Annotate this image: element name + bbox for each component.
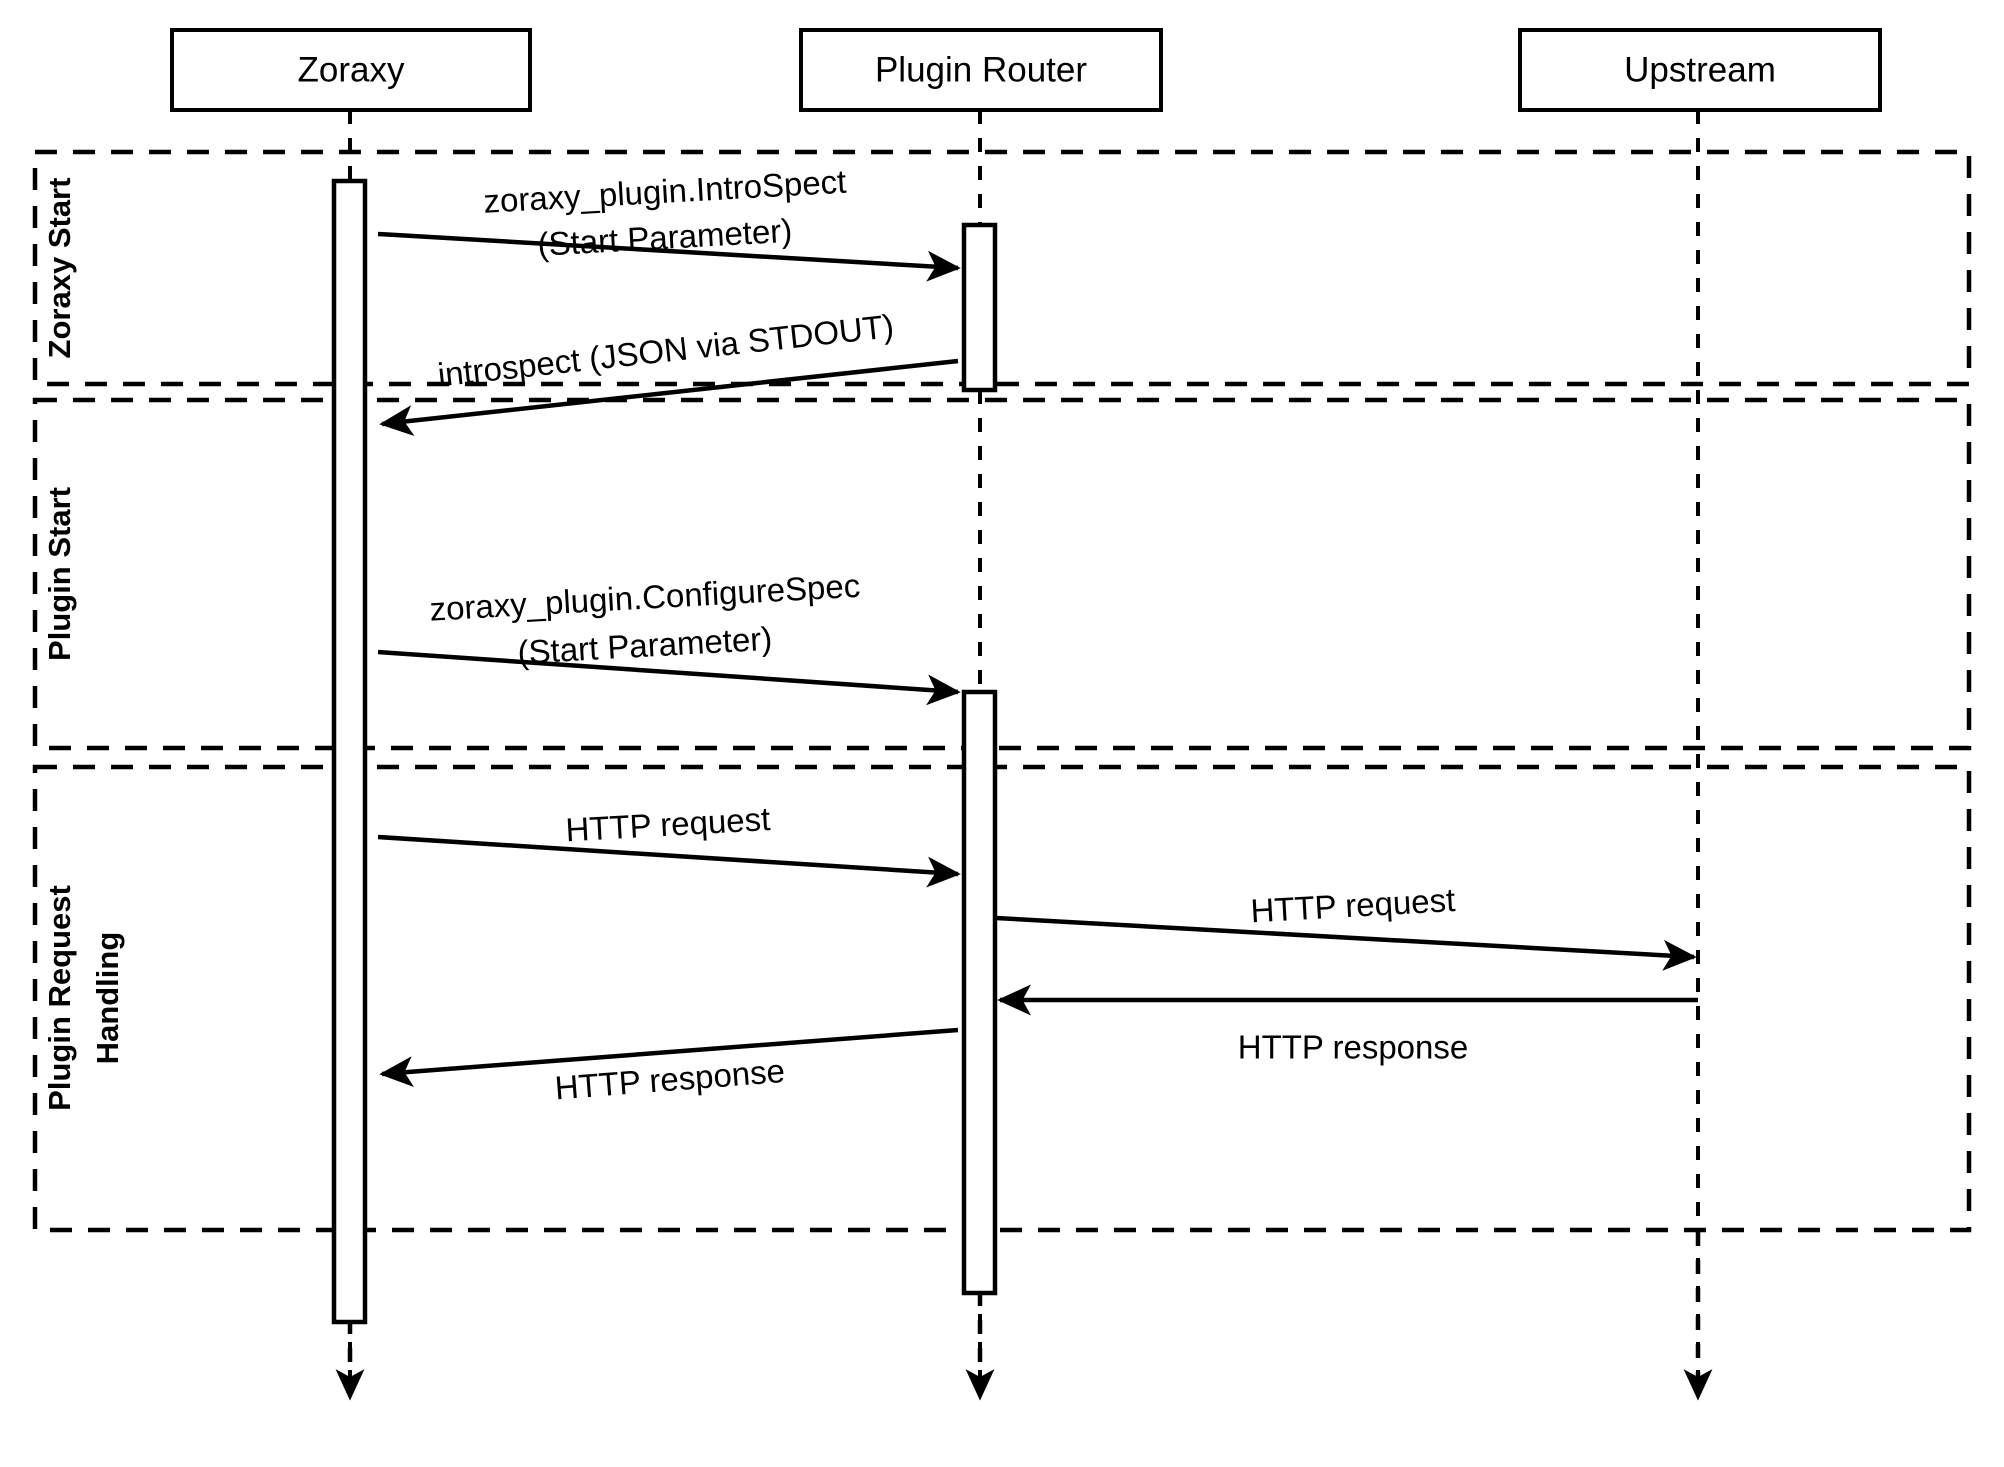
activation-bar-zoraxy <box>331 178 368 1325</box>
participant-plugin-router-label: Plugin Router <box>875 50 1087 89</box>
message-http-response-upstream-label: HTTP response <box>1238 1029 1468 1066</box>
message-introspect-call-arrow <box>377 231 961 282</box>
message-configurespec-call: zoraxy_plugin.ConfigureSpec (Start Param… <box>377 567 961 706</box>
message-http-response-zoraxy-arrow <box>379 1027 959 1088</box>
message-http-response-upstream: HTTP response <box>997 984 1698 1066</box>
fragment-plugin-request-handling-border <box>32 764 1972 1233</box>
message-introspect-call-label-line1: zoraxy_plugin.IntroSpect <box>482 163 847 220</box>
fragment-plugin-request-handling-label-line2: Handling <box>90 932 125 1065</box>
participant-plugin-router-box[interactable] <box>799 28 1163 112</box>
activation-bar-plugin-router-introspect <box>961 222 998 393</box>
participant-zoraxy-label: Zoraxy <box>298 50 405 89</box>
message-http-request-upstream-arrow <box>995 915 1697 971</box>
fragment-plugin-request-handling-label-line1: Plugin Request <box>42 885 77 1111</box>
fragment-plugin-request-handling: Plugin Request Handling <box>32 764 1972 1233</box>
fragment-plugin-start-label: Plugin Start <box>42 487 77 661</box>
message-introspect-call: zoraxy_plugin.IntroSpect (Start Paramete… <box>377 163 961 282</box>
message-configurespec-call-arrow <box>377 649 961 706</box>
message-http-request-plugin-arrow <box>377 834 961 888</box>
message-introspect-return-arrow <box>379 358 959 437</box>
message-http-response-zoraxy: HTTP response <box>379 1027 959 1107</box>
participant-upstream[interactable]: Upstream <box>1518 28 1882 112</box>
participant-plugin-router[interactable]: Plugin Router <box>799 28 1163 112</box>
message-introspect-return: introspect (JSON via STDOUT) <box>379 307 959 437</box>
fragment-plugin-start-border <box>32 397 1972 751</box>
fragment-zoraxy-start-label: Zoraxy Start <box>42 178 77 359</box>
participant-zoraxy[interactable]: Zoraxy <box>170 28 532 112</box>
fragment-zoraxy-start: Zoraxy Start <box>32 149 1972 387</box>
participant-upstream-label: Upstream <box>1624 50 1776 89</box>
message-http-request-upstream: HTTP request <box>995 881 1697 971</box>
activation-bar-plugin-router-serving <box>961 689 998 1296</box>
message-introspect-return-label: introspect (JSON via STDOUT) <box>436 307 896 393</box>
message-http-request-plugin-label: HTTP request <box>565 800 772 848</box>
message-http-request-plugin: HTTP request <box>377 800 961 888</box>
message-configurespec-call-label-line2: (Start Parameter) <box>517 620 774 671</box>
participant-upstream-box[interactable] <box>1518 28 1882 112</box>
fragment-zoraxy-start-border <box>32 149 1972 387</box>
fragment-plugin-start: Plugin Start <box>32 397 1972 751</box>
participant-zoraxy-box[interactable] <box>170 28 532 112</box>
message-configurespec-call-label-line1: zoraxy_plugin.ConfigureSpec <box>429 567 862 628</box>
message-http-request-upstream-label: HTTP request <box>1250 881 1457 929</box>
